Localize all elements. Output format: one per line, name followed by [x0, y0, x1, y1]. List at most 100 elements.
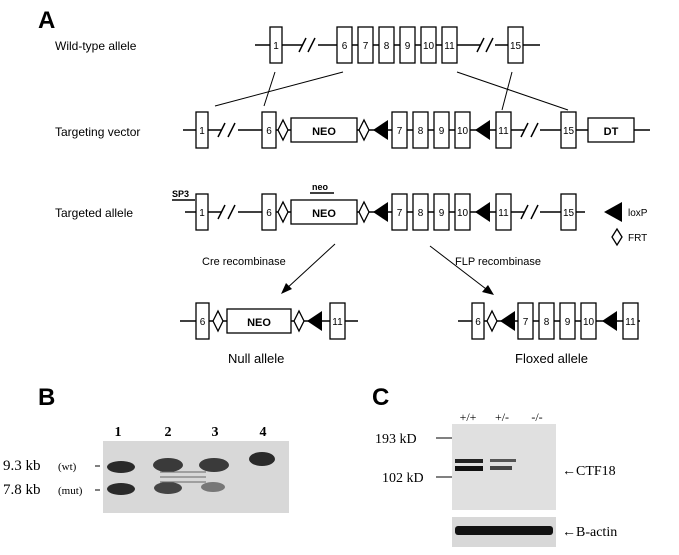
- exon-label: 1: [199, 208, 205, 219]
- sp3-label: SP3: [172, 189, 189, 199]
- exon-label: 10: [583, 317, 595, 328]
- row-label-null: Null allele: [228, 351, 284, 366]
- loxp-site: [307, 311, 322, 331]
- band-mut-tag: (mut): [58, 485, 83, 497]
- loxp-site: [500, 311, 515, 331]
- row-label-targeted: Targeted allele: [55, 206, 133, 220]
- arrowhead: [281, 283, 292, 294]
- blot-band: [107, 483, 135, 495]
- exon-label: 6: [266, 126, 272, 137]
- neo-probe-label: neo: [312, 182, 329, 192]
- exon-label: 6: [266, 208, 272, 219]
- dt-cassette: [587, 117, 635, 143]
- lane-label: 4: [260, 425, 267, 440]
- band-mut-size: 7.8 kb: [3, 482, 41, 498]
- exon-label: 11: [332, 317, 343, 328]
- arrowhead: [482, 285, 494, 295]
- row-label-vector: Targeting vector: [55, 125, 140, 139]
- row-label-floxed: Floxed allele: [515, 351, 588, 366]
- genotype-label: -/-: [531, 410, 542, 424]
- panel-a-label: A: [38, 7, 55, 34]
- loxp-legend-icon: [604, 202, 622, 222]
- blot-band: [455, 459, 483, 463]
- blot-band: [455, 466, 483, 471]
- frt-legend-label: FRT: [628, 233, 647, 244]
- exon-label: 11: [625, 317, 636, 328]
- legend: loxP FRT: [604, 202, 648, 247]
- exon-label: 11: [498, 208, 509, 219]
- exon-label: 15: [563, 208, 575, 219]
- band-wt-size: 9.3 kb: [3, 458, 41, 474]
- southern-blot: 1 2 3 4 9.3 kb (wt) 7.8 kb (mut): [3, 425, 289, 513]
- marker-102: 102 kD: [382, 471, 424, 486]
- lane-label: 3: [212, 425, 219, 440]
- genotype-label: +/-: [495, 410, 509, 424]
- cre-label: Cre recombinase: [202, 256, 286, 268]
- panel-b-label: B: [38, 384, 55, 411]
- loxp-site: [475, 120, 490, 140]
- exon-label: 9: [565, 317, 571, 328]
- exon-label: 11: [498, 126, 509, 137]
- exon-label: 11: [444, 41, 455, 52]
- homology-lines: [214, 71, 569, 111]
- loxp-legend-label: loxP: [628, 208, 648, 219]
- neo-label: NEO: [247, 317, 271, 329]
- neo-label: NEO: [312, 208, 336, 220]
- neo-label: NEO: [312, 126, 336, 138]
- exon-label: 7: [397, 208, 403, 219]
- recombinase-arrows: Cre recombinase FLP recombinase: [202, 243, 541, 295]
- lane-label: 2: [165, 425, 172, 440]
- exon-label: 8: [544, 317, 550, 328]
- exon-label: 15: [510, 41, 522, 52]
- band-wt-tag: (wt): [58, 461, 77, 473]
- frt-site: [277, 118, 289, 142]
- dt-label: DT: [604, 126, 619, 138]
- loxp-site: [602, 311, 617, 331]
- loxp-site: [475, 202, 490, 222]
- actin-band: [455, 526, 553, 535]
- exon-label: 1: [273, 41, 279, 52]
- targeted-allele: Targeted allele SP3 neo 1 6 NEO 7 8 9 10…: [55, 182, 585, 231]
- floxed-allele: 6 7 8 9 10 11 Floxed allele: [458, 302, 640, 366]
- blot-band: [107, 461, 135, 473]
- bactin-label: ←B-actin: [562, 525, 617, 540]
- targeting-vector: Targeting vector 1 6 NEO 7 8 9 10 11 15 …: [55, 111, 650, 149]
- panel-c-label: C: [372, 384, 389, 411]
- wildtype-allele: Wild-type allele 1 6 7 8 9 10 11 15: [55, 26, 540, 64]
- blot-band: [201, 482, 225, 492]
- blot-band: [154, 482, 182, 494]
- genotype-label: +/+: [460, 410, 477, 424]
- exon-label: 9: [405, 41, 411, 52]
- exon-label: 8: [418, 208, 424, 219]
- neo-cassette: [290, 199, 358, 225]
- loxp-site: [373, 202, 388, 222]
- frt-site: [277, 200, 289, 224]
- loxp-site: [373, 120, 388, 140]
- exon-label: 7: [363, 41, 369, 52]
- frt-site: [212, 309, 224, 333]
- exon-label: 10: [457, 208, 469, 219]
- blot-band: [490, 466, 512, 470]
- flp-label: FLP recombinase: [455, 256, 541, 268]
- blot-band: [490, 459, 516, 462]
- blot-band: [199, 458, 229, 472]
- exon-label: 6: [342, 41, 348, 52]
- frt-site: [486, 309, 498, 333]
- exon-label: 10: [423, 41, 435, 52]
- frt-legend-icon: [611, 227, 623, 247]
- western-blot: +/+ +/- -/- 193 kD 102 kD ←CTF18 ←B-acti…: [375, 410, 617, 547]
- exon-label: 1: [199, 126, 205, 137]
- exon-label: 7: [523, 317, 529, 328]
- exon-label: 9: [439, 208, 445, 219]
- exon-label: 8: [384, 41, 390, 52]
- frt-site: [358, 118, 370, 142]
- blot-band: [249, 452, 275, 466]
- exon-label: 6: [200, 317, 206, 328]
- exon-label: 10: [457, 126, 469, 137]
- exon-label: 8: [418, 126, 424, 137]
- exon-label: 9: [439, 126, 445, 137]
- lane-label: 1: [115, 425, 122, 440]
- marker-193: 193 kD: [375, 432, 417, 447]
- neo-cassette: [226, 308, 292, 334]
